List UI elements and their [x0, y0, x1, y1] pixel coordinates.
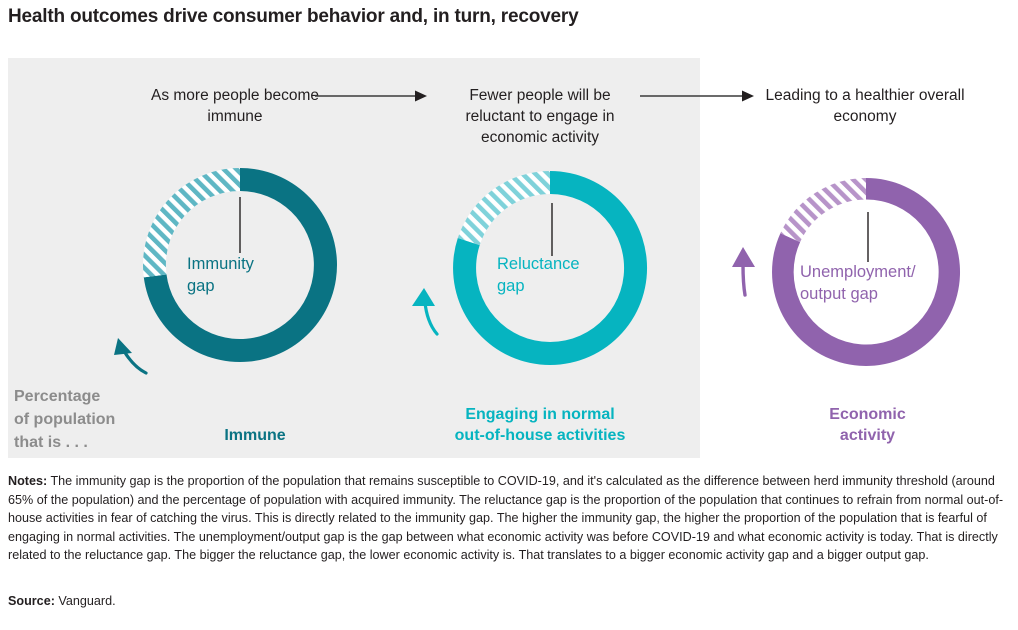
category-label-economic-activity: Economic activity — [829, 406, 906, 444]
notes-block: Notes: The immunity gap is the proportio… — [8, 472, 1008, 565]
source-lead: Source: — [8, 594, 55, 608]
donut-1-gap-segment — [143, 168, 240, 278]
donut-3-gap-segment — [780, 178, 866, 243]
right-arrow-icon — [315, 89, 427, 108]
curved-up-left-arrow-icon — [108, 325, 158, 385]
donut-1-center-label: Immunity gap — [187, 255, 254, 295]
donut-3-center-label: Unemployment/ output gap — [800, 263, 916, 303]
page-title: Health outcomes drive consumer behavior … — [8, 6, 579, 27]
donut-chart-engaging — [430, 148, 670, 393]
panel-prefix-label: Percentage of population that is . . . — [14, 388, 116, 451]
donut-2-center-label: Reluctance gap — [497, 255, 580, 295]
straight-up-arrow-icon — [730, 243, 760, 304]
donut-chart-economic-activity — [748, 158, 984, 395]
flow-step-3-caption: Leading to a healthier overall economy — [765, 87, 965, 125]
category-label-engaging: Engaging in normal out-of-house activiti… — [454, 406, 626, 444]
flow-step-1-caption: As more people become immune — [150, 87, 319, 125]
source-line: Source: Vanguard. — [8, 592, 116, 611]
right-arrow-icon — [640, 89, 754, 108]
diagram-panel-background — [8, 58, 700, 458]
curved-up-arrow-icon — [404, 282, 446, 343]
source-body: Vanguard. — [54, 594, 116, 608]
category-label-immune: Immune — [224, 427, 286, 444]
notes-body: The immunity gap is the proportion of th… — [8, 474, 1004, 563]
donut-2-gap-segment — [457, 171, 550, 246]
notes-lead: Notes: — [8, 474, 48, 488]
donut-chart-immune — [120, 145, 360, 390]
flow-step-2-caption: Fewer people will be reluctant to engage… — [465, 87, 615, 146]
